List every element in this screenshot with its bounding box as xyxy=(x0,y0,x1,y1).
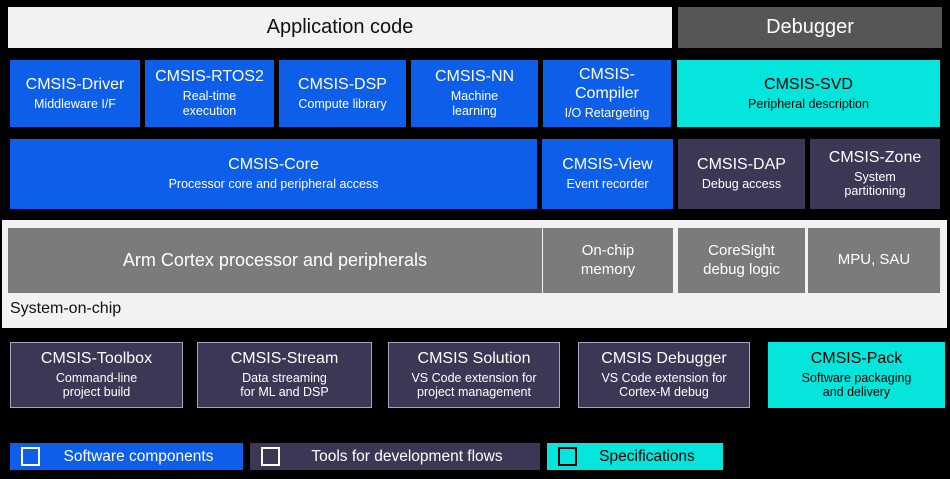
box-cmsis-compiler[interactable]: CMSIS- Compiler I/O Retargeting xyxy=(543,60,671,127)
box-title: CMSIS-DAP xyxy=(697,156,786,174)
box-cmsis-zone[interactable]: CMSIS-Zone System partitioning xyxy=(810,139,940,209)
on-chip-memory-box: On-chip memory xyxy=(543,228,673,293)
box-title: CMSIS-RTOS2 xyxy=(155,68,264,86)
legend-label: Software components xyxy=(63,447,214,465)
box-cmsis-nn[interactable]: CMSIS-NN Machine learning xyxy=(411,60,538,127)
box-subtitle: System partitioning xyxy=(844,169,906,199)
legend-tools-for-development-flows: Tools for development flows xyxy=(250,443,540,470)
application-code-box: Application code xyxy=(8,7,672,48)
application-code-label: Application code xyxy=(266,15,414,38)
box-subtitle: VS Code extension for Cortex-M debug xyxy=(601,370,727,400)
legend-swatch-icon xyxy=(261,447,280,466)
box-subtitle: Data streaming for ML and DSP xyxy=(240,370,329,400)
box-title: CMSIS-SVD xyxy=(764,75,853,93)
box-cmsis-dsp[interactable]: CMSIS-DSP Compute library xyxy=(279,60,406,127)
box-subtitle: I/O Retargeting xyxy=(564,106,650,120)
legend-software-components: Software components xyxy=(10,443,243,470)
box-title: CMSIS-Driver xyxy=(25,75,125,93)
box-cmsis-svd[interactable]: CMSIS-SVD Peripheral description xyxy=(677,60,940,127)
box-cmsis-toolbox[interactable]: CMSIS-Toolbox Command-line project build xyxy=(10,342,183,408)
box-cmsis-view[interactable]: CMSIS-View Event recorder xyxy=(542,139,673,209)
box-title: CMSIS-DSP xyxy=(298,75,387,93)
legend-label: Specifications xyxy=(599,447,695,465)
box-title: CMSIS-Core xyxy=(228,156,319,174)
legend-swatch-icon xyxy=(558,447,577,466)
box-subtitle: Processor core and peripheral access xyxy=(168,177,379,192)
box-title: CMSIS-Pack xyxy=(810,349,903,367)
system-on-chip-panel: Arm Cortex processor and peripherals On-… xyxy=(2,220,947,328)
arm-cortex-processor-box: Arm Cortex processor and peripherals xyxy=(8,228,542,293)
box-subtitle: Debug access xyxy=(701,177,782,192)
coresight-debug-logic-label: CoreSight debug logic xyxy=(703,241,780,278)
box-subtitle: Middleware I/F xyxy=(34,96,116,111)
coresight-debug-logic-box: CoreSight debug logic xyxy=(678,228,805,293)
box-cmsis-solution[interactable]: CMSIS Solution VS Code extension for pro… xyxy=(388,342,560,408)
debugger-box: Debugger xyxy=(678,7,942,48)
box-title: CMSIS Debugger xyxy=(601,349,727,367)
debugger-label: Debugger xyxy=(766,15,854,38)
legend-specifications: Specifications xyxy=(547,443,723,470)
box-cmsis-stream[interactable]: CMSIS-Stream Data streaming for ML and D… xyxy=(197,342,372,408)
mpu-sau-box: MPU, SAU xyxy=(808,228,940,293)
box-subtitle: Compute library xyxy=(298,96,387,111)
box-cmsis-debugger[interactable]: CMSIS Debugger VS Code extension for Cor… xyxy=(578,342,750,408)
box-title: CMSIS-Toolbox xyxy=(40,349,153,367)
mpu-sau-label: MPU, SAU xyxy=(837,251,911,269)
box-subtitle: Software packaging and delivery xyxy=(801,370,912,400)
box-subtitle: Peripheral description xyxy=(748,96,869,111)
system-on-chip-label: System-on-chip xyxy=(10,300,122,317)
legend-label: Tools for development flows xyxy=(311,447,503,465)
on-chip-memory-label: On-chip memory xyxy=(580,241,636,278)
box-cmsis-pack[interactable]: CMSIS-Pack Software packaging and delive… xyxy=(768,342,945,408)
box-cmsis-rtos2[interactable]: CMSIS-RTOS2 Real-time execution xyxy=(145,60,274,127)
box-subtitle: Event recorder xyxy=(566,177,649,192)
box-title: CMSIS Solution xyxy=(417,349,531,367)
arm-cortex-processor-label: Arm Cortex processor and peripherals xyxy=(122,250,428,270)
box-cmsis-core[interactable]: CMSIS-Core Processor core and peripheral… xyxy=(10,139,537,209)
box-subtitle: Command-line project build xyxy=(55,370,138,400)
box-cmsis-dap[interactable]: CMSIS-DAP Debug access xyxy=(678,139,805,209)
box-subtitle: Machine learning xyxy=(450,89,499,118)
box-subtitle: VS Code extension for project management xyxy=(411,370,537,400)
legend-swatch-icon xyxy=(21,447,40,466)
box-cmsis-driver[interactable]: CMSIS-Driver Middleware I/F xyxy=(10,60,140,127)
box-title: CMSIS-View xyxy=(562,156,653,174)
box-title: CMSIS- Compiler xyxy=(574,66,639,103)
box-title: CMSIS-NN xyxy=(434,68,515,86)
box-title: CMSIS-Stream xyxy=(230,349,339,367)
box-subtitle: Real-time execution xyxy=(182,89,237,118)
box-title: CMSIS-Zone xyxy=(828,148,922,166)
